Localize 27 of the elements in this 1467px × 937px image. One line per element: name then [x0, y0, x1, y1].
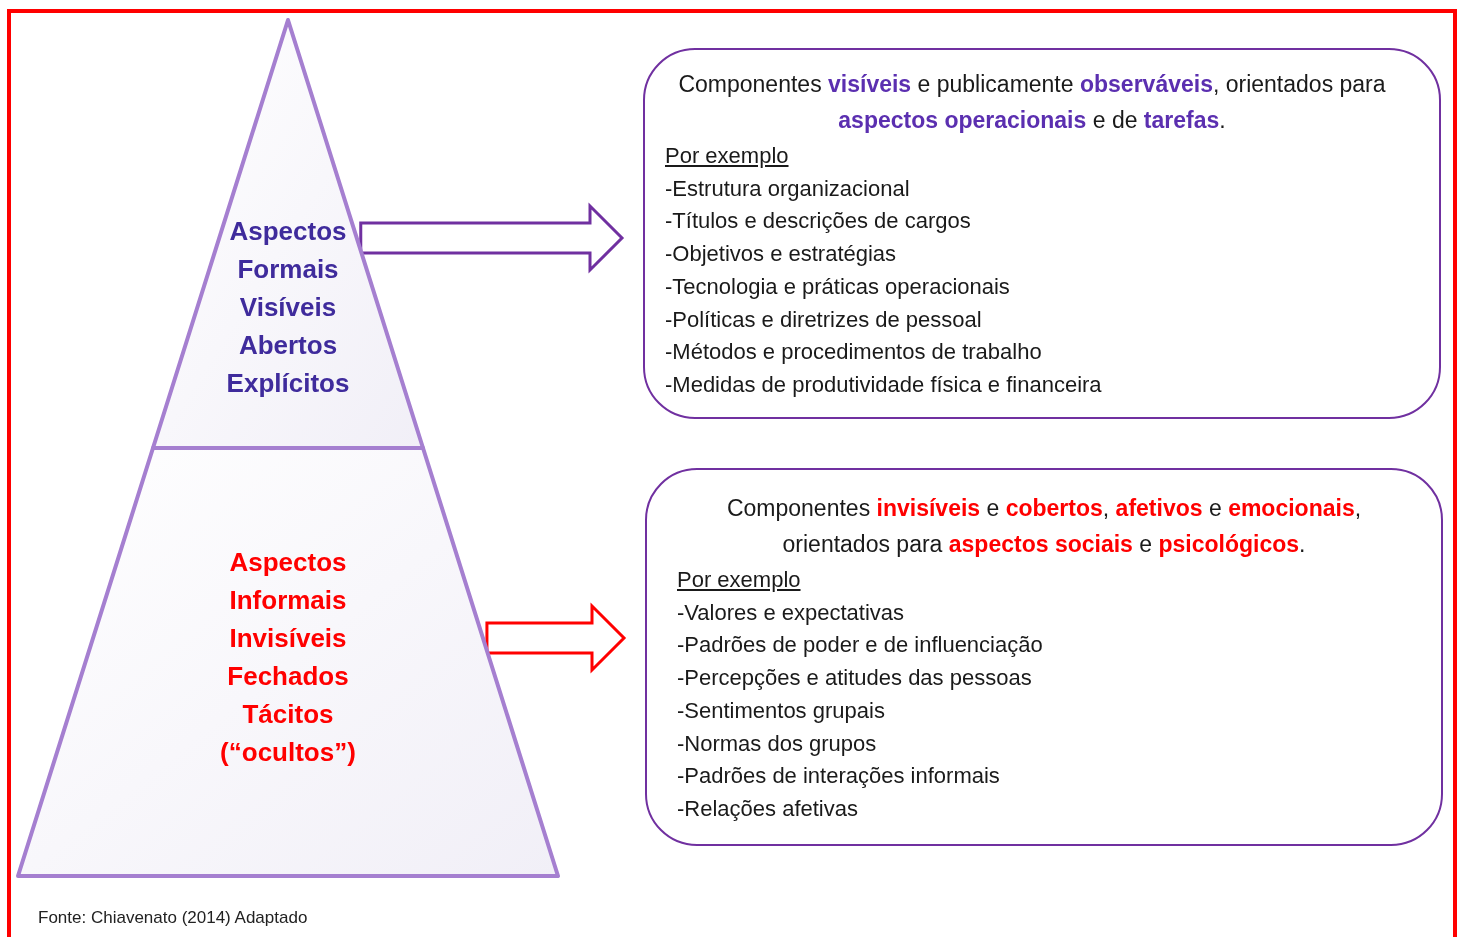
subheading-text: Por exemplo: [665, 142, 790, 170]
list-item: -Medidas de produtividade física e financeira: [665, 370, 1103, 399]
rounded-box: [643, 48, 1441, 419]
pyramid-top-triangle: [153, 20, 423, 448]
pyramid-base-trapezoid: [18, 448, 558, 876]
hollow-arrow: [485, 602, 627, 674]
list-item: -Valores e expectativas: [677, 598, 906, 627]
pyramid-label: Aspectos Formais Visíveis Abertos Explícitos: [225, 215, 351, 400]
list-item: -Padrões de interações informais: [677, 762, 1001, 791]
list-item: -Sentimentos grupais: [677, 696, 886, 725]
heading-text: Componentes visíveis e publicamente observáveis, orientados para aspectos operacionais e de tarefas.: [677, 70, 1387, 135]
heading-text: Componentes invisíveis e cobertos, afetivos e emocionais, orientados para aspectos sociais e psicológicos.: [725, 494, 1363, 559]
list-item: -Normas dos grupos: [677, 729, 878, 758]
list-item: -Percepções e atitudes das pessoas: [677, 664, 1033, 693]
hollow-arrow: [359, 202, 625, 274]
rounded-box: [645, 468, 1443, 846]
subheading-text: Por exemplo: [677, 566, 802, 594]
list-item: -Relações afetivas: [677, 794, 859, 823]
caption: Fonte: Chiavenato (2014) Adaptado: [38, 908, 308, 928]
list-item: -Padrões de poder e de influenciação: [677, 631, 1044, 660]
list-item: -Estrutura organizacional: [665, 174, 911, 203]
pyramid-label: Aspectos Informais Invisíveis Fechados Tácitos (“ocultos”): [219, 546, 357, 769]
list-item: -Políticas e diretrizes de pessoal: [665, 305, 983, 334]
list-item: -Métodos e procedimentos de trabalho: [665, 338, 1043, 367]
list-item: -Objetivos e estratégias: [665, 240, 898, 269]
list-item: -Tecnologia e práticas operacionais: [665, 272, 1011, 301]
list-item: -Títulos e descrições de cargos: [665, 207, 972, 236]
